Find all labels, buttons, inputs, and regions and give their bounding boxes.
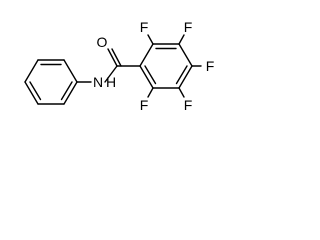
hydrogen-label: H (106, 74, 116, 90)
oxygen-label: O (97, 34, 108, 50)
fluorine-label-top-left: F (140, 19, 149, 35)
structural-formula: O N H F F F F F (24, 19, 215, 113)
pentafluorophenyl-ring (139, 43, 193, 89)
nitrogen-label: N (93, 74, 103, 90)
fluorine-bonds (147, 34, 202, 98)
fluorine-label-bottom-left: F (140, 97, 149, 113)
amide-linkage (76, 48, 141, 83)
fluorine-label-bottom-right: F (184, 97, 193, 113)
fluorine-label-top-right: F (184, 19, 193, 35)
fluorine-label-right: F (206, 58, 215, 74)
phenyl-ring (24, 59, 78, 105)
